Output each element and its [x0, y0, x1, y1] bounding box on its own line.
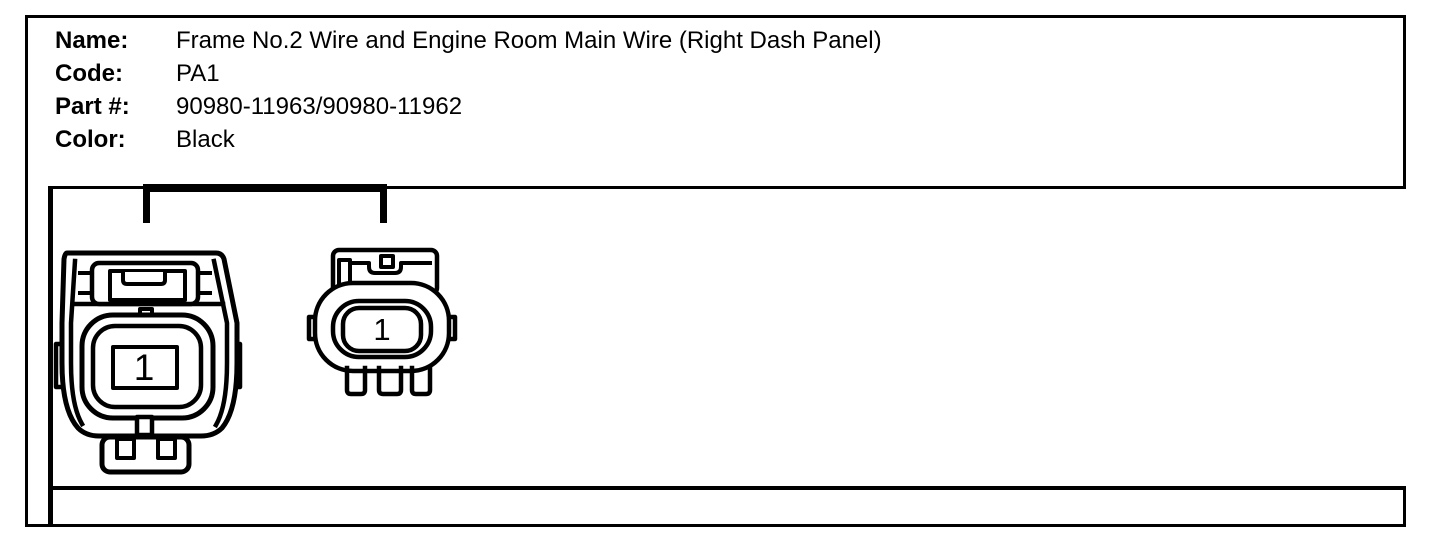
header-row-color: Color: Black: [55, 127, 235, 153]
lock-leg-left: [115, 437, 136, 460]
seal-ring: [330, 298, 434, 360]
cavity-1: [340, 305, 424, 354]
cavity-1: [111, 345, 179, 390]
cavity-1-label: 1: [134, 347, 155, 388]
latch-cap-inner-line: [338, 261, 432, 275]
seal-bottom-tab: [134, 414, 155, 438]
cavity-1-label: 1: [373, 312, 390, 347]
header-row-name: Name: Frame No.2 Wire and Engine Room Ma…: [55, 28, 882, 54]
part-number-value: 90980-11963/90980-11962: [176, 93, 463, 120]
header-row-code: Code: PA1: [55, 61, 220, 87]
next-row-left-border: [48, 490, 53, 524]
name-label: Name:: [55, 27, 129, 54]
color-value: Black: [176, 126, 235, 153]
inner-contour-right: [211, 258, 230, 429]
color-label: Color:: [55, 126, 126, 153]
mount-leg-left: [344, 365, 368, 397]
mount-leg-right: [409, 365, 433, 397]
code-value: PA1: [176, 60, 220, 87]
connector-diagram-small: 1: [306, 247, 458, 397]
seal-inner-ring: [90, 323, 204, 410]
latch-notch: [121, 270, 167, 286]
name-value: Frame No.2 Wire and Engine Room Main Wir…: [176, 27, 882, 54]
code-label: Code:: [55, 60, 123, 87]
mount-leg-center: [376, 365, 404, 397]
header-row-part-number: Part #: 90980-11963/90980-11962: [55, 94, 462, 120]
connector-figure-box: [48, 186, 1406, 490]
inner-contour-left: [68, 258, 86, 428]
latch-cap-center-tab: [379, 254, 395, 269]
connector-diagram-large: 1: [53, 250, 243, 475]
latch-rails: [78, 271, 212, 295]
lock-leg-right: [156, 437, 177, 460]
section-bracket-icon: [143, 184, 387, 223]
part-number-label: Part #:: [55, 93, 130, 120]
